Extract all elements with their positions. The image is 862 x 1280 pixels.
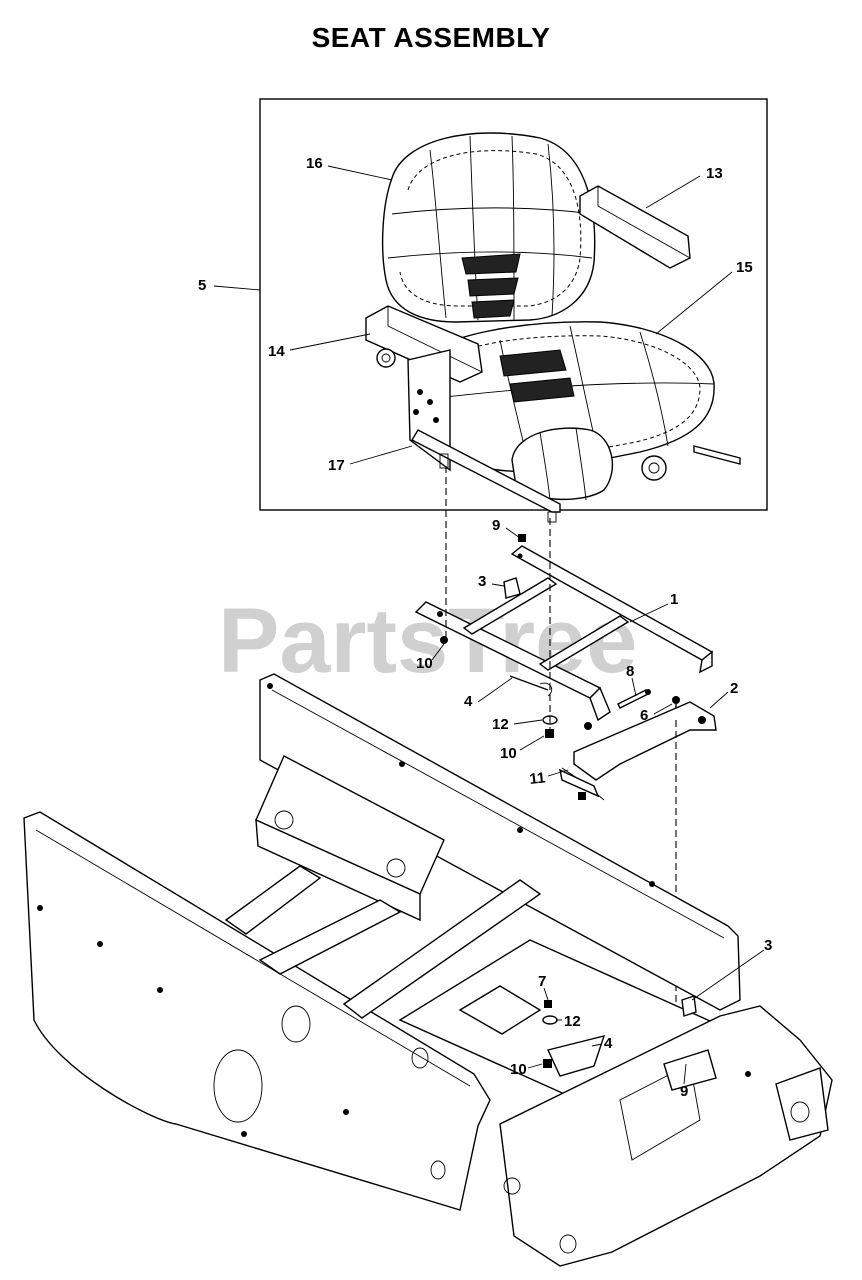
callout-6: 6 <box>640 707 648 724</box>
callout-4-bottom: 4 <box>604 1035 613 1052</box>
callout-7: 7 <box>538 973 546 990</box>
callout-17: 17 <box>328 457 345 474</box>
callout-3-top: 3 <box>478 573 486 590</box>
callout-10-left: 10 <box>416 655 433 672</box>
mounting-plate-part-1 <box>414 545 714 722</box>
frame-chassis <box>23 673 833 1267</box>
seat-illustration <box>365 132 741 523</box>
callout-labels: 16 13 5 15 14 17 9 3 1 10 8 2 4 6 12 10 <box>198 155 772 1100</box>
callout-2: 2 <box>730 680 738 697</box>
callout-3-bottom: 3 <box>764 937 772 954</box>
seat-assembly-box <box>259 98 768 511</box>
callout-4-top: 4 <box>464 693 473 710</box>
callout-10-bottom: 10 <box>510 1061 527 1078</box>
callout-14: 14 <box>268 343 285 360</box>
callout-10-mid: 10 <box>500 745 517 762</box>
callout-15: 15 <box>736 259 753 276</box>
callout-13: 13 <box>706 165 723 182</box>
callout-12-top: 12 <box>492 716 509 733</box>
page-title: SEAT ASSEMBLY <box>311 22 551 53</box>
callout-9-top: 9 <box>492 517 500 534</box>
hardware-parts <box>440 534 717 801</box>
callout-5: 5 <box>198 277 206 294</box>
callout-9-bottom: 9 <box>680 1083 688 1100</box>
callout-8: 8 <box>626 663 634 680</box>
callout-16: 16 <box>306 155 323 172</box>
callout-12-bottom: 12 <box>564 1013 581 1030</box>
callout-1: 1 <box>670 591 678 608</box>
callout-11: 11 <box>529 769 547 788</box>
